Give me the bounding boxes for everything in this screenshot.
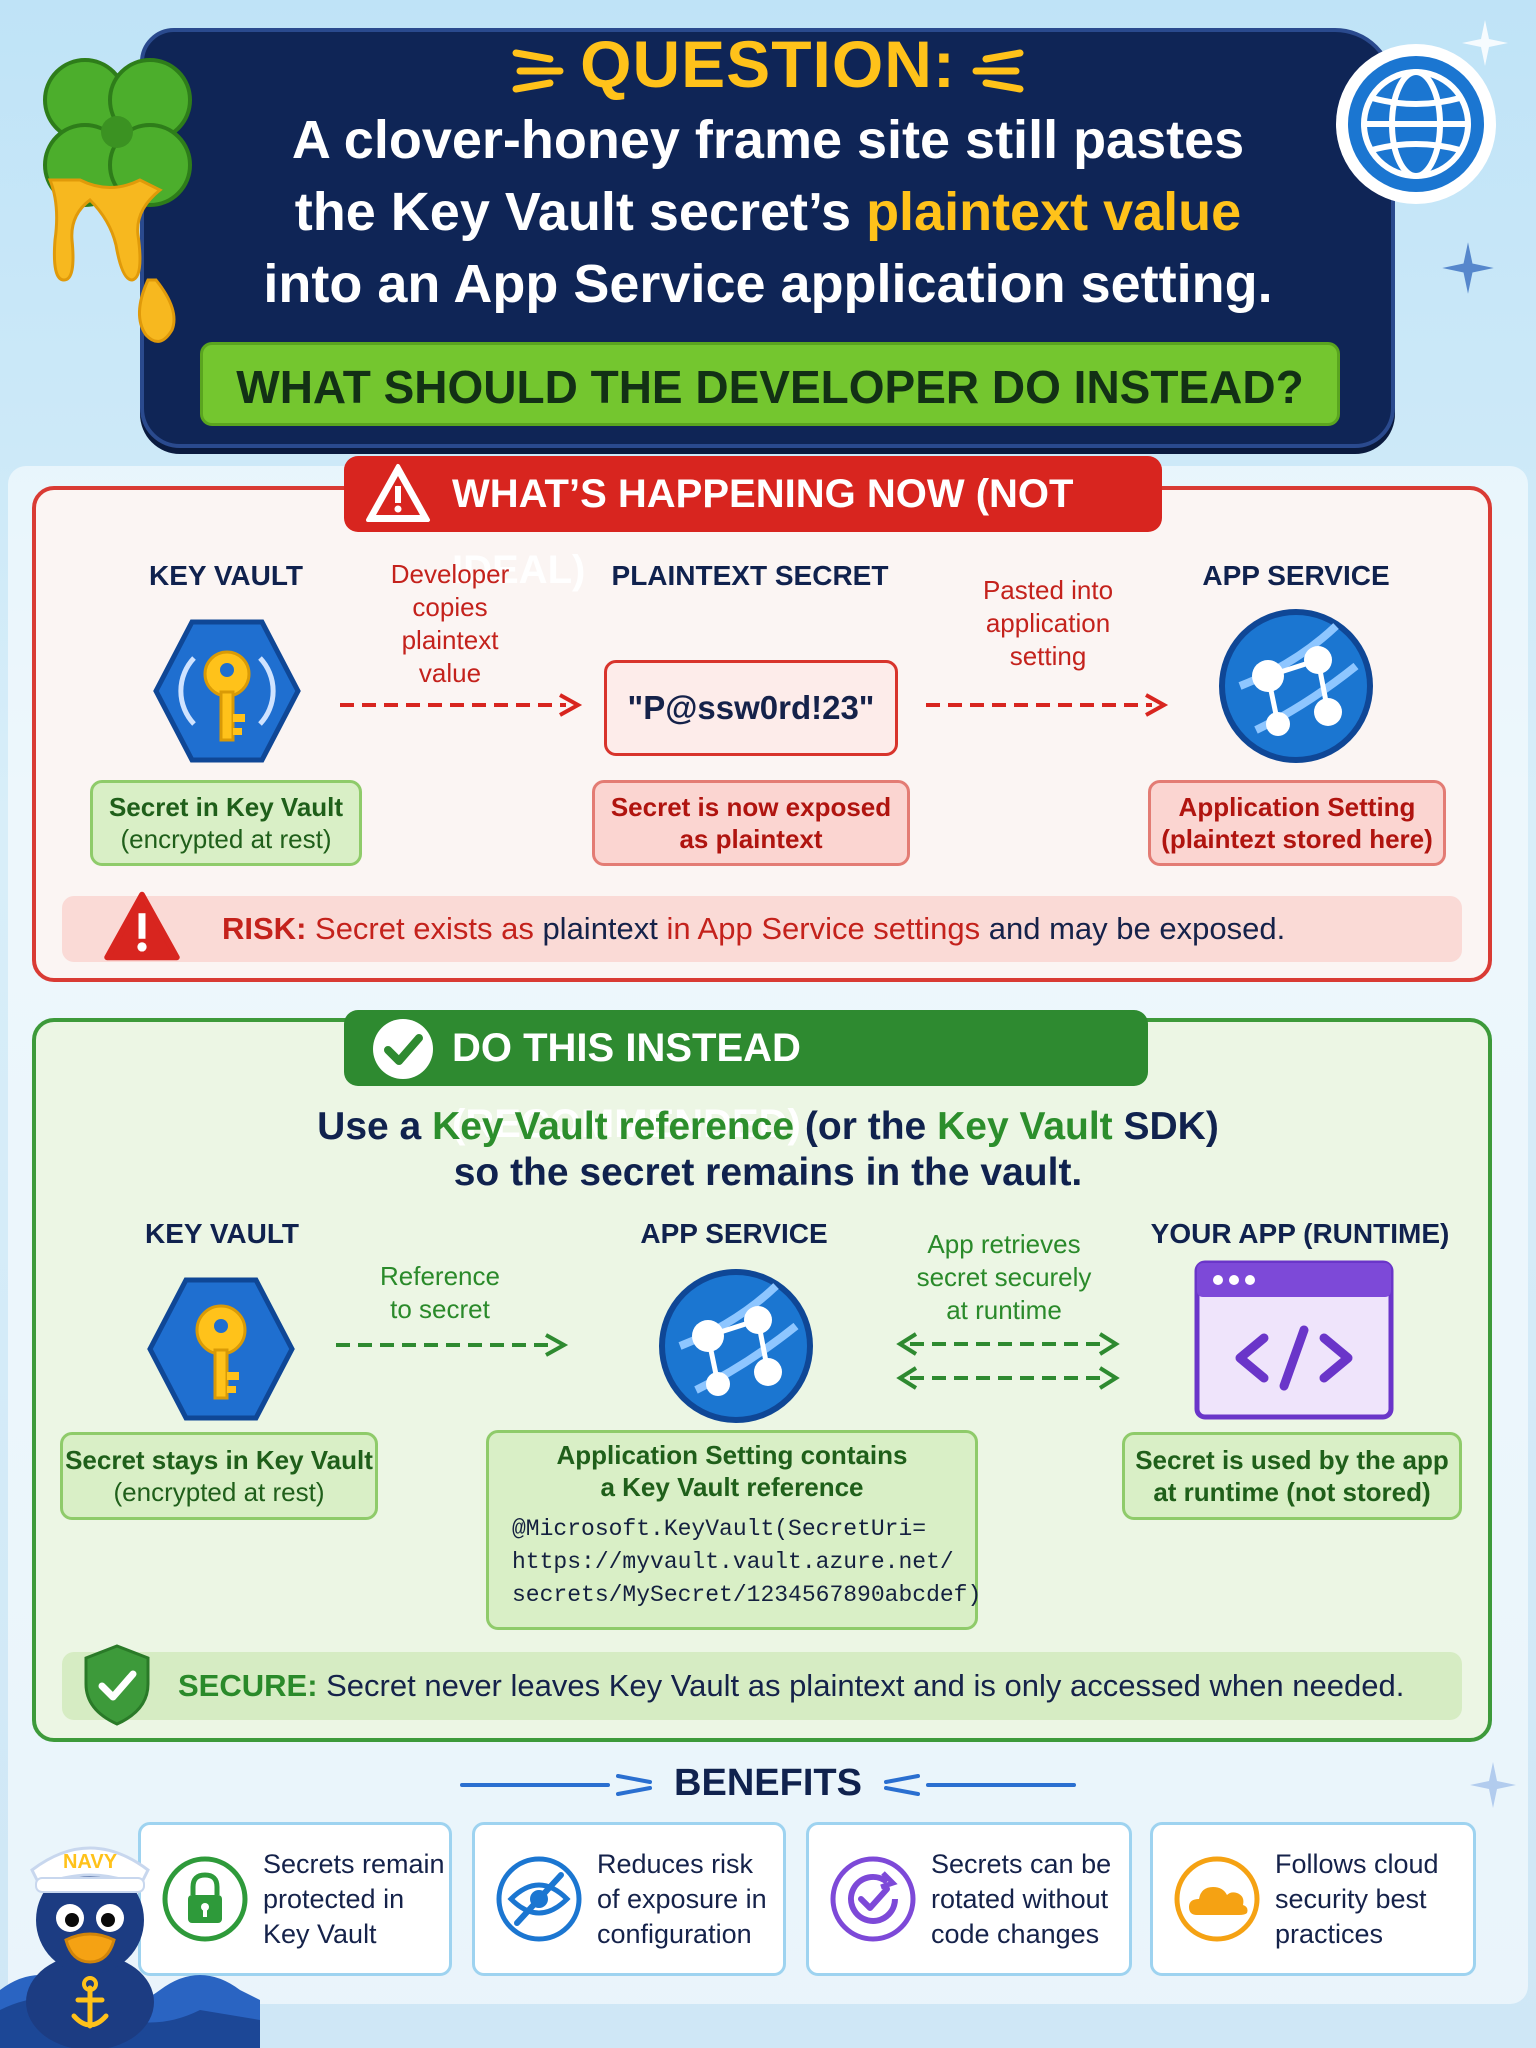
clover-honey-icon — [43, 58, 192, 343]
good-col-your-app-title: YOUR APP (RUNTIME) — [1150, 1218, 1450, 1249]
recommendation-line-2: so the secret remains in the vault. — [453, 1151, 1083, 1194]
sparkle-icon — [1462, 20, 1508, 66]
question-line-3: into an App Service application setting. — [263, 254, 1273, 314]
accent-lines-icon — [460, 1773, 653, 1796]
cloud-icon — [1174, 1856, 1260, 1942]
globe-icon — [1336, 44, 1496, 204]
warning-icon — [366, 464, 430, 522]
sparkle-icon — [1442, 242, 1494, 294]
good-col-app-service-title: APP SERVICE — [640, 1218, 828, 1249]
recommended-title: DO THIS INSTEAD (RECOMMENDED) — [344, 1010, 1148, 1146]
mascot-cap-text: NAVY — [63, 1851, 118, 1873]
bad-col-app-service-title: APP SERVICE — [1202, 560, 1390, 591]
code-window-icon — [1194, 1260, 1394, 1420]
accent-lines-icon — [512, 49, 564, 93]
check-circle-icon — [373, 1019, 433, 1079]
shield-check-icon — [84, 1644, 150, 1726]
accent-lines-icon — [972, 49, 1024, 93]
bad-col-key-vault-title: KEY VAULT — [148, 560, 303, 591]
question-line-2: the Key Vault secret’s plaintext value — [294, 182, 1242, 242]
bad-col-secret-title: PLAINTEXT SECRET — [611, 560, 889, 591]
good-box-key-vault: Secret stays in Key Vault(encrypted at r… — [60, 1432, 378, 1520]
lock-icon — [162, 1856, 248, 1942]
recommendation-line-1: Use a Key Vault reference (or the Key Va… — [317, 1105, 1219, 1148]
warning-icon — [104, 891, 180, 961]
question-line-1: A clover-honey frame site still pastes — [291, 110, 1245, 170]
app-service-icon — [1219, 609, 1373, 763]
good-col-key-vault-title: KEY VAULT — [144, 1218, 299, 1249]
bad-box-app-setting: Application Setting(plaintezt stored her… — [1148, 780, 1446, 866]
plaintext-secret-value: "P@ssw0rd!23" — [604, 660, 898, 756]
ask-banner: WHAT SHOULD THE DEVELOPER DO INSTEAD? — [200, 342, 1340, 426]
question-label: QUESTION: — [0, 26, 1536, 102]
current-state-title: WHAT’S HAPPENING NOW (NOT IDEAL) — [344, 456, 1162, 592]
app-service-icon — [659, 1269, 813, 1423]
key-vault-icon — [147, 1277, 295, 1421]
dashed-arrow-icon — [336, 1333, 569, 1357]
secure-banner: SECURE: Secret never leaves Key Vault as… — [62, 1652, 1462, 1720]
rotate-check-icon — [830, 1856, 916, 1942]
accent-lines-icon — [883, 1773, 1076, 1796]
key-vault-reference-code: @Microsoft.KeyVault(SecretUri=https://my… — [512, 1516, 982, 1608]
eye-slash-icon — [496, 1856, 582, 1942]
dashed-arrow-icon — [340, 693, 583, 717]
good-box-reference: Application Setting contains a Key Vault… — [486, 1430, 982, 1630]
risk-banner: RISK: Secret exists as plaintext in App … — [62, 896, 1462, 962]
double-arrow-icon — [896, 1332, 1120, 1390]
navy-duck-mascot-icon: NAVY — [26, 1846, 154, 2048]
dashed-arrow-icon — [926, 693, 1169, 717]
bad-box-key-vault: Secret in Key Vault(encrypted at rest) — [90, 780, 362, 866]
key-vault-icon — [153, 619, 301, 763]
benefits-title: BENEFITS — [0, 1762, 1536, 1805]
